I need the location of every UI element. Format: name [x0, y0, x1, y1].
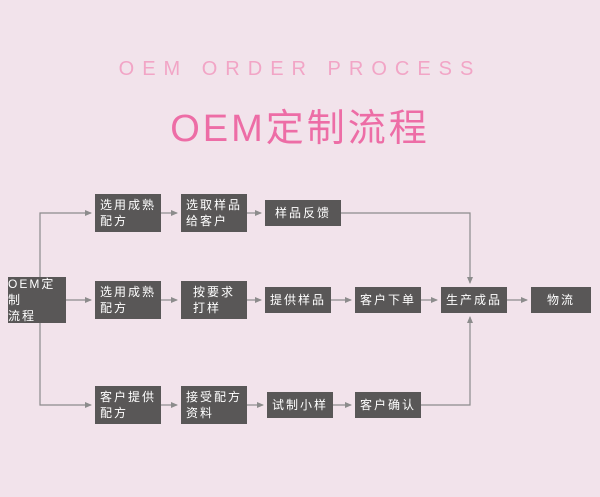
- flow-node-customer-order: 客户下单: [355, 287, 421, 313]
- connector-root-row3: [39, 323, 92, 408]
- connector-r3-to-produce: [421, 316, 473, 406]
- flow-node-logistics: 物流: [531, 287, 591, 313]
- flow-node-customer-confirm: 客户确认: [355, 392, 421, 418]
- flow-node-select-formula-2: 选用成熟 配方: [95, 281, 161, 319]
- flow-node-select-formula-1: 选用成熟 配方: [95, 194, 161, 232]
- header: OEM ORDER PROCESS OEM定制流程: [0, 0, 600, 152]
- flow-node-customer-formula: 客户提供 配方: [95, 386, 161, 424]
- flow-node-provide-sample: 提供样品: [265, 287, 331, 313]
- flow-node-sample-feedback: 样品反馈: [265, 200, 341, 226]
- connector-r1-to-produce: [341, 212, 473, 284]
- subtitle-en: OEM ORDER PROCESS: [118, 58, 482, 80]
- flow-node-root: OEM定制 流程: [8, 277, 66, 323]
- flow-node-receive-formula-data: 接受配方 资料: [181, 386, 247, 424]
- page-title: OEM定制流程: [170, 108, 430, 150]
- flow-node-trial-sample: 试制小样: [267, 392, 333, 418]
- flow-node-proof-on-request: 按要求 打样: [181, 281, 247, 319]
- connector-root-row1: [39, 210, 92, 277]
- flow-node-pick-samples: 选取样品 给客户: [181, 194, 247, 232]
- flow-node-produce-goods: 生产成品: [441, 287, 507, 313]
